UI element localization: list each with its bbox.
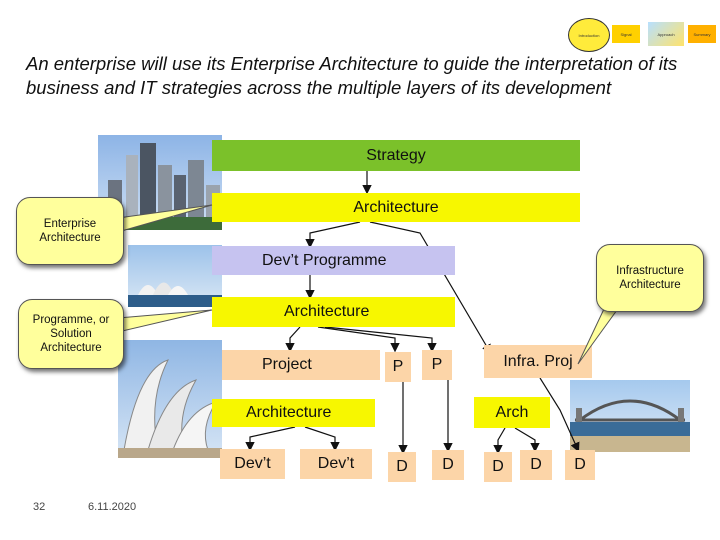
nav-item-label: Introduction (578, 32, 600, 38)
d-label-5: D (574, 456, 586, 473)
d-box-1: D (388, 452, 416, 482)
programme-solution-architecture-callout: Programme, or Solution Architecture (18, 299, 124, 369)
devt-programme-label: Dev’t Programme (262, 251, 387, 269)
opera-house-close-image (118, 359, 222, 458)
strategy-label: Strategy (366, 146, 426, 164)
programme-architecture-label: Architecture (284, 303, 370, 320)
d-label-3: D (492, 458, 504, 475)
project-p2-label: P (431, 356, 443, 373)
project-architecture-label: Architecture (246, 404, 332, 421)
infra-project-label: Infra. Proj (503, 352, 573, 370)
nav-item-approach[interactable]: Approach (648, 22, 684, 46)
project-architecture-box: Architecture (212, 399, 375, 427)
d-label-2: D (442, 456, 454, 473)
d-label-4: D (530, 456, 542, 473)
d-box-2: D (432, 450, 464, 480)
d-box-3: D (484, 452, 512, 482)
page-number: 32 (33, 501, 46, 513)
d-box-5: D (565, 450, 595, 480)
infra-project-box: Infra. Proj (484, 345, 592, 378)
d-label-1: D (396, 458, 408, 475)
programme-architecture-box: Architecture (212, 297, 455, 327)
enterprise-architecture-callout: Enterprise Architecture (16, 197, 124, 265)
infrastructure-architecture-callout-text: Infrastructure Architecture (616, 265, 684, 291)
devt-box-1: Dev’t (220, 449, 285, 479)
infra-architecture-box: Arch (474, 397, 550, 428)
nav-item-label: Signal (620, 31, 632, 37)
infra-architecture-label: Arch (495, 403, 529, 421)
harbour-bridge-photo (570, 380, 690, 452)
slide-date: 6.11.2020 (88, 501, 137, 513)
bridge-image (570, 399, 690, 452)
nav-item-introduction[interactable]: Introduction (568, 18, 610, 52)
nav-item-label: Approach (657, 31, 675, 37)
enterprise-architecture-label: Architecture (353, 198, 439, 216)
nav-item-summary[interactable]: Summary (688, 25, 716, 43)
slide-title: An enterprise will use its Enterprise Ar… (26, 53, 678, 98)
d-box-4: D (520, 450, 552, 480)
nav-item-signal[interactable]: Signal (612, 25, 640, 43)
devt-label-1: Dev’t (234, 455, 271, 472)
strategy-box: Strategy (212, 140, 580, 171)
project-p1-box: P (385, 352, 411, 382)
harbour-photo (128, 245, 222, 307)
opera-house-photo (118, 340, 222, 458)
opera-house-distant-image (128, 282, 222, 307)
nav-item-label: Summary (693, 31, 711, 37)
project-label: Project (262, 356, 312, 373)
devt-programme-box: Dev’t Programme (212, 246, 455, 275)
enterprise-architecture-callout-text: Enterprise Architecture (39, 218, 101, 244)
project-p1-label: P (392, 358, 404, 375)
devt-label-2: Dev’t (317, 455, 355, 472)
project-box: Project (222, 350, 380, 380)
devt-box-2: Dev’t (300, 449, 372, 479)
enterprise-architecture-box: Architecture (212, 193, 580, 222)
programme-solution-architecture-callout-text: Programme, or Solution Architecture (32, 314, 110, 354)
project-p2-box: P (422, 350, 452, 380)
infrastructure-architecture-callout: Infrastructure Architecture (596, 244, 704, 312)
